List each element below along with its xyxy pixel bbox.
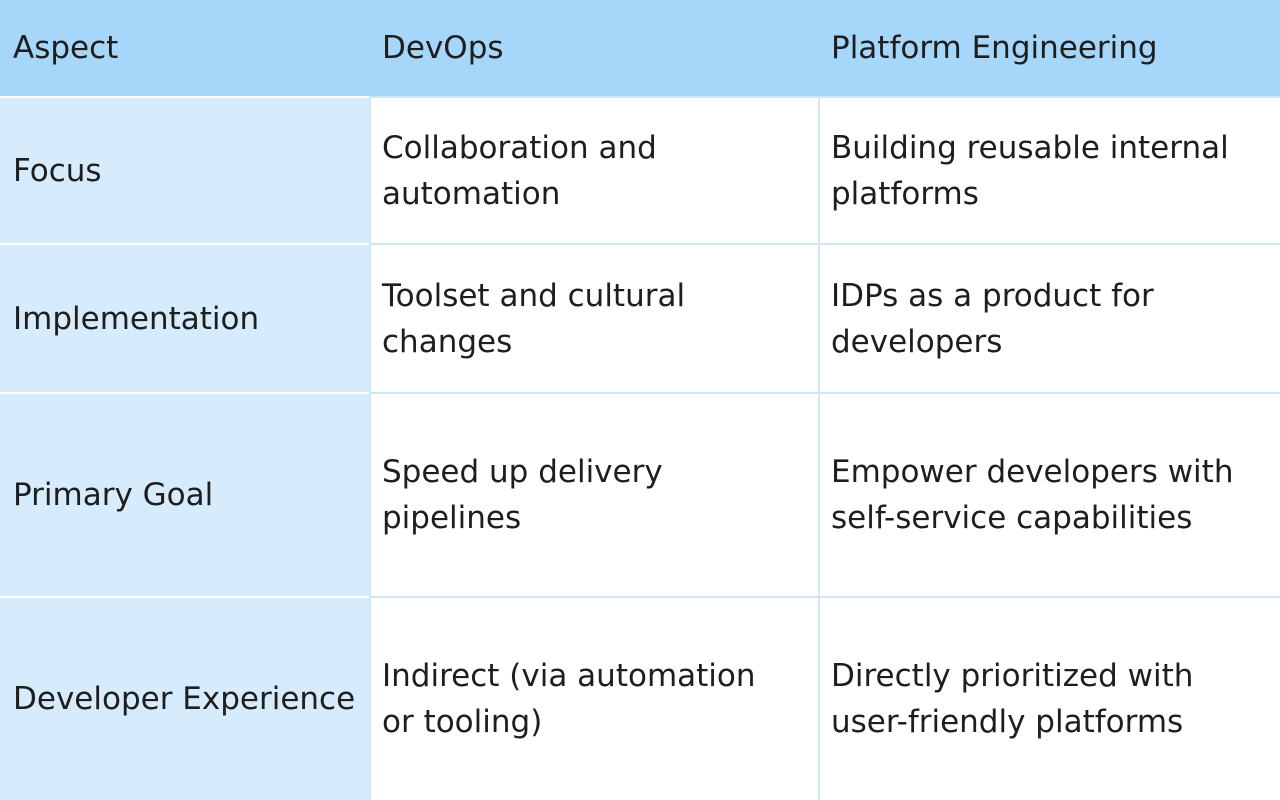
row-devops-focus: Collaboration and automation (369, 96, 818, 243)
row-platform-implementation: IDPs as a product for developers (818, 243, 1280, 392)
row-aspect-developer-experience: Developer Experience (0, 596, 369, 800)
row-aspect-primary-goal: Primary Goal (0, 392, 369, 596)
header-aspect: Aspect (0, 0, 369, 96)
row-platform-primary-goal: Empower developers with self-service cap… (818, 392, 1280, 596)
row-devops-primary-goal: Speed up delivery pipelines (369, 392, 818, 596)
row-platform-focus: Building reusable internal platforms (818, 96, 1280, 243)
row-platform-developer-experience: Directly prioritized with user-friendly … (818, 596, 1280, 800)
row-devops-implementation: Toolset and cultural changes (369, 243, 818, 392)
row-aspect-implementation: Implementation (0, 243, 369, 392)
header-devops: DevOps (369, 0, 818, 96)
row-aspect-focus: Focus (0, 96, 369, 243)
row-devops-developer-experience: Indirect (via automation or tooling) (369, 596, 818, 800)
header-platform-engineering: Platform Engineering (818, 0, 1280, 96)
